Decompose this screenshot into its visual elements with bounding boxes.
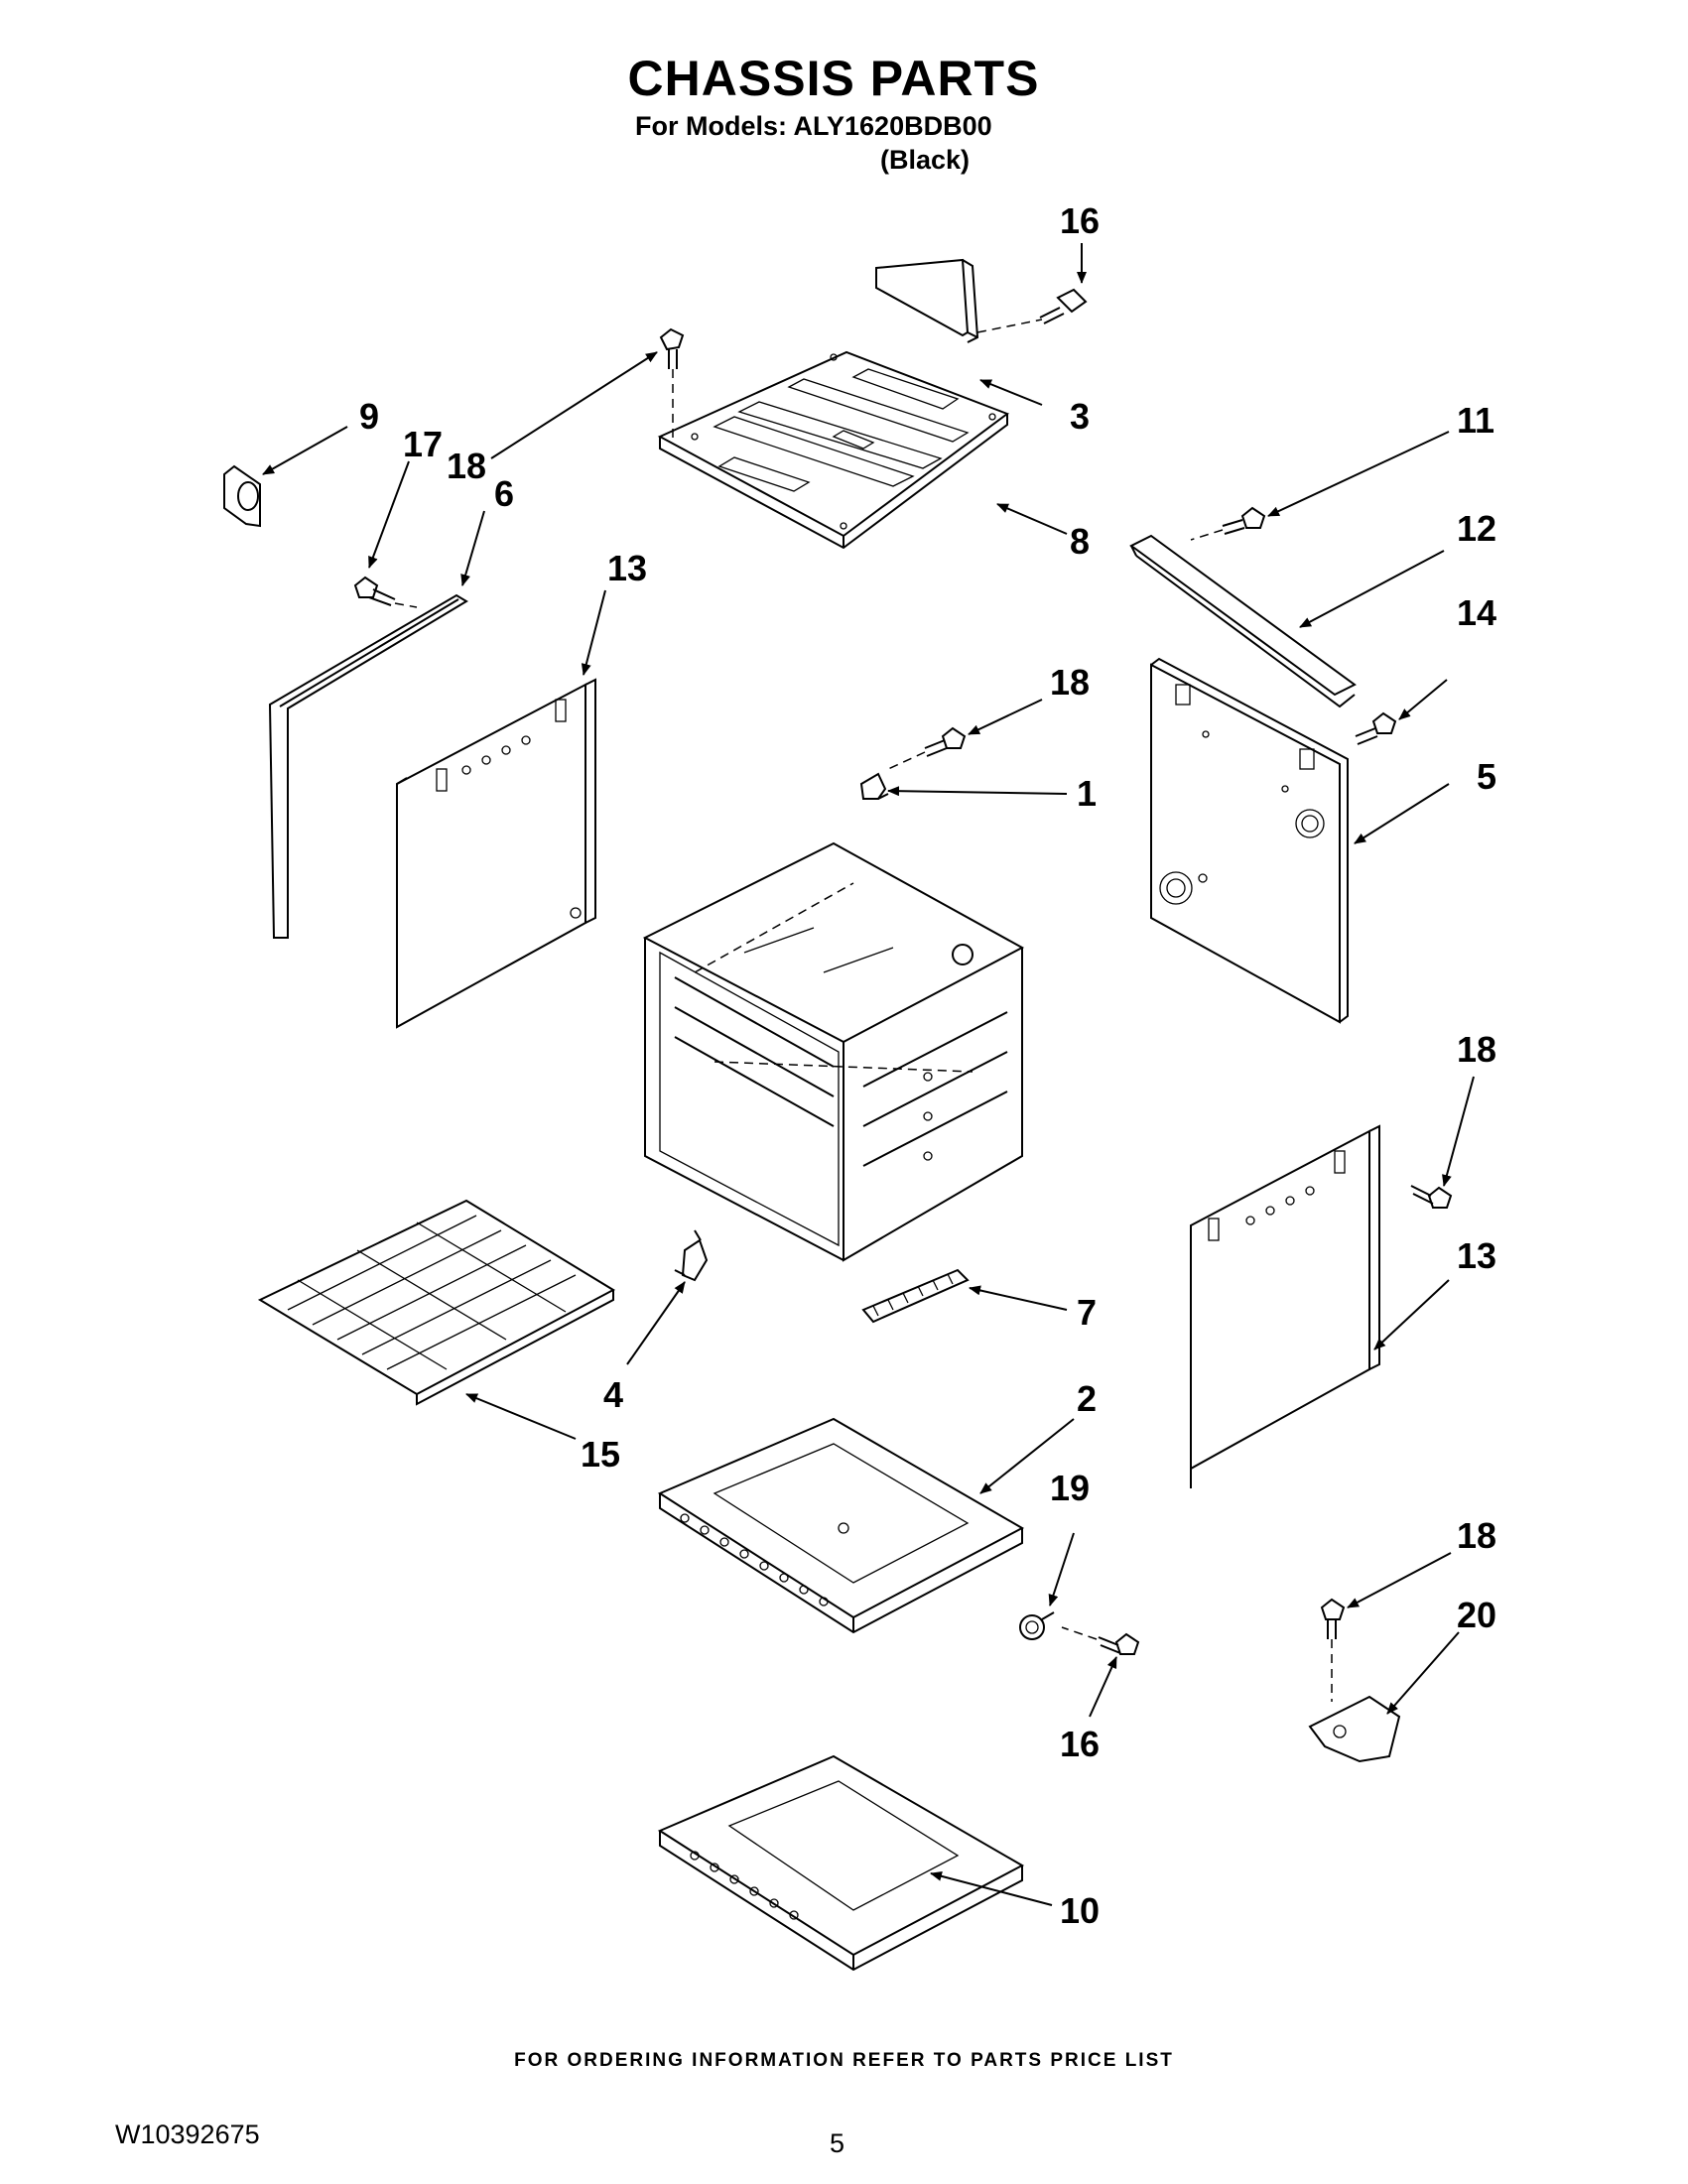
callout-19: 19 <box>1050 1468 1090 1508</box>
callout-16: 16 <box>1060 1724 1100 1764</box>
part-18-screw-top <box>659 327 685 442</box>
callout-2: 2 <box>1077 1378 1097 1419</box>
callout-16: 16 <box>1060 200 1100 241</box>
callout-18: 18 <box>1457 1029 1496 1070</box>
callout-18: 18 <box>447 446 486 486</box>
page-title: CHASSIS PARTS <box>627 51 1040 106</box>
callout-13: 13 <box>1457 1235 1496 1276</box>
part-7-element <box>861 1268 970 1324</box>
part-5-rear-panel <box>1150 657 1349 1024</box>
part-14-screw <box>1355 711 1397 745</box>
part-19-spring <box>1019 1611 1055 1640</box>
callout-15: 15 <box>581 1434 620 1475</box>
part-20-clamp <box>1308 1695 1401 1763</box>
callout-3: 3 <box>1070 396 1090 437</box>
part-11-screw <box>1190 506 1266 541</box>
part-13-right-side-panel <box>1190 1124 1380 1488</box>
part-10-base-panel <box>657 1754 1025 1972</box>
callout-6: 6 <box>494 473 514 514</box>
callout-4: 4 <box>603 1374 623 1415</box>
callout-12: 12 <box>1457 508 1496 549</box>
part-16-screw-bottom <box>1061 1626 1140 1655</box>
part-18-screw-bottom-right <box>1320 1598 1346 1702</box>
part-18-screw-middle <box>887 726 967 770</box>
part-13-left-side-panel <box>396 678 596 1029</box>
models-line: For Models: ALY1620BDB00 <box>635 111 992 141</box>
callout-labels: 16 3 9 17 18 6 8 11 12 13 18 14 1 5 18 1… <box>359 200 1496 1931</box>
part-16-screw-top <box>976 288 1088 333</box>
part-17-screw <box>353 576 418 608</box>
callout-14: 14 <box>1457 592 1496 633</box>
callout-11: 11 <box>1457 400 1494 441</box>
callout-9: 9 <box>359 396 379 437</box>
callout-17: 17 <box>403 424 443 464</box>
part-12-rail <box>1129 534 1357 708</box>
callout-7: 7 <box>1077 1292 1097 1333</box>
part-4-hinge <box>674 1229 709 1282</box>
callout-5: 5 <box>1477 756 1496 797</box>
callout-20: 20 <box>1457 1595 1496 1635</box>
color-line: (Black) <box>880 145 971 175</box>
part-9-bracket <box>223 464 261 528</box>
part-2-bottom-panel <box>657 1417 1025 1634</box>
part-1-clip <box>859 772 889 800</box>
part-3-bracket <box>875 258 979 343</box>
callout-8: 8 <box>1070 521 1090 562</box>
part-15-oven-rack <box>257 1199 616 1406</box>
leader-lines <box>262 243 1475 1906</box>
callout-18: 18 <box>1050 662 1090 703</box>
part-18-screw-right <box>1410 1185 1453 1209</box>
document-number: W10392675 <box>115 2120 260 2149</box>
part-6-trim-strip <box>268 593 468 939</box>
callout-18: 18 <box>1457 1515 1496 1556</box>
part-8-top-panel <box>657 350 1010 550</box>
oven-cavity <box>642 841 1025 1262</box>
callout-10: 10 <box>1060 1890 1100 1931</box>
ordering-note: FOR ORDERING INFORMATION REFER TO PARTS … <box>514 2050 1174 2071</box>
callout-1: 1 <box>1077 773 1097 814</box>
callout-13: 13 <box>607 548 647 588</box>
page-number: 5 <box>830 2128 845 2158</box>
